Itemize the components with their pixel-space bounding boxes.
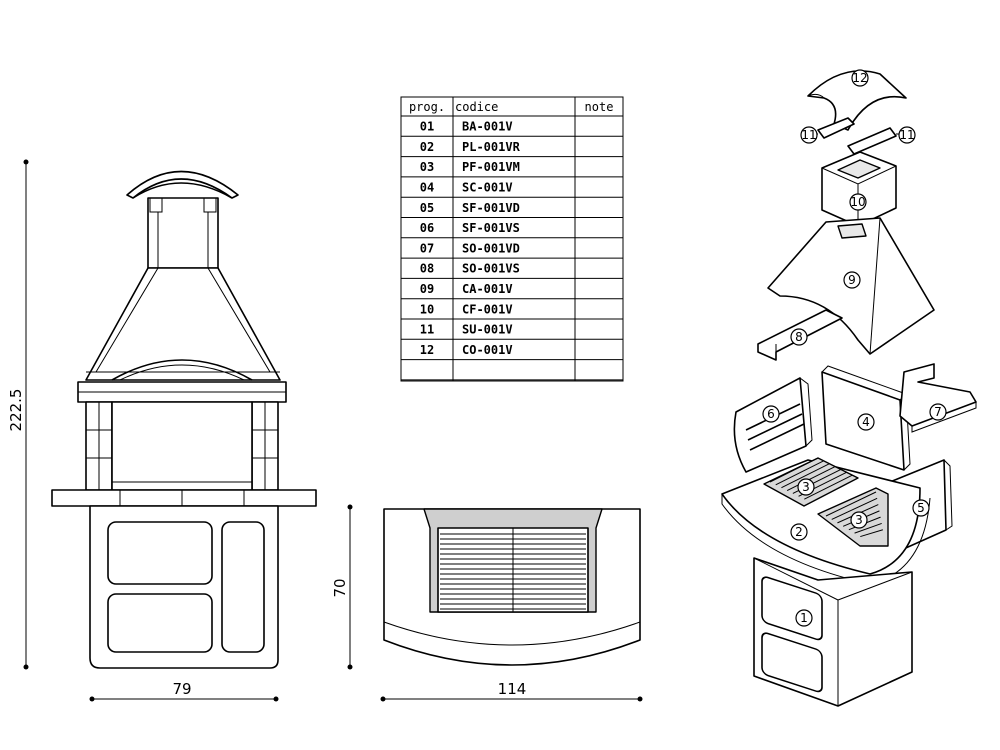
table-row: 05 SF-001VD — [420, 201, 520, 215]
height-label: 222.5 — [7, 389, 25, 432]
callout-circle — [800, 126, 818, 144]
callout-circle — [850, 511, 868, 529]
table-row: 01 BA-001V — [420, 120, 513, 134]
part-callout: 5 — [912, 499, 930, 517]
callout-number: 12 — [852, 71, 867, 85]
callout-circle — [790, 328, 808, 346]
row-prog: 03 — [420, 160, 434, 174]
header-prog: prog. — [409, 100, 445, 114]
front-width-label: 79 — [172, 680, 191, 698]
callout-number: 1 — [800, 611, 808, 625]
callout-circle — [849, 193, 867, 211]
callout-number: 5 — [917, 501, 925, 515]
dimension-plan-depth: 70 — [331, 504, 353, 670]
table-row: 09 CA-001V — [420, 282, 513, 296]
table-row: 11 SU-001V — [420, 323, 513, 337]
part-callout: 11 — [898, 126, 916, 144]
callout-number: 3 — [802, 480, 810, 494]
callout-number: 11 — [801, 128, 816, 142]
row-code: CF-001V — [462, 302, 513, 316]
row-prog: 06 — [420, 221, 434, 235]
row-prog: 08 — [420, 262, 434, 276]
plan-view — [383, 508, 641, 666]
row-code: CO-001V — [462, 343, 513, 357]
row-code: PL-001VR — [462, 140, 521, 154]
callout-circle — [797, 478, 815, 496]
table-row: 12 CO-001V — [420, 343, 513, 357]
callout-circle — [851, 69, 869, 87]
callout-circle — [843, 271, 861, 289]
part-callout: 1 — [795, 609, 813, 627]
callout-number: 9 — [848, 273, 856, 287]
callout-number: 3 — [855, 513, 863, 527]
callout-circle — [912, 499, 930, 517]
row-code: SC-001V — [462, 181, 513, 195]
plan-width-label: 114 — [498, 680, 527, 698]
part-callout: 10 — [849, 193, 867, 211]
row-code: SF-001VS — [462, 221, 520, 235]
table-row: 07 SO-001VD — [420, 241, 520, 255]
row-code: BA-001V — [462, 120, 513, 134]
row-prog: 01 — [420, 120, 434, 134]
table-row: 06 SF-001VS — [420, 221, 520, 235]
callout-number: 2 — [795, 525, 803, 539]
row-code: PF-001VM — [462, 160, 520, 174]
part-callout: 3 — [850, 511, 868, 529]
row-prog: 04 — [420, 181, 434, 195]
table-row: 10 CF-001V — [420, 302, 513, 316]
dimension-front-width: 79 — [89, 680, 279, 702]
callout-number: 7 — [934, 405, 942, 419]
row-prog: 02 — [420, 140, 434, 154]
table-row: 03 PF-001VM — [420, 160, 520, 174]
row-code: SO-001VS — [462, 262, 520, 276]
table-rows: 01 BA-001V 02 PL-001VR 03 PF-001VM 04 SC-001V 05… — [401, 115, 623, 381]
dimension-height: 222.5 — [7, 159, 29, 670]
callout-circle — [929, 403, 947, 421]
row-prog: 10 — [420, 302, 434, 316]
callout-number: 11 — [899, 128, 914, 142]
front-elevation — [51, 170, 317, 669]
exploded-view — [721, 70, 977, 707]
part-callout: 6 — [762, 405, 780, 423]
callout-circle — [762, 405, 780, 423]
part-callout: 4 — [857, 413, 875, 431]
row-code: SF-001VD — [462, 201, 520, 215]
row-code: SO-001VD — [462, 241, 520, 255]
part-callout: 7 — [929, 403, 947, 421]
part-callout: 8 — [790, 328, 808, 346]
callout-number: 8 — [795, 330, 803, 344]
callout-number: 10 — [850, 195, 865, 209]
parts-table: prog. codice note 01 BA-001V 02 PL-001VR 03 P… — [400, 96, 624, 382]
dimension-plan-width: 114 — [380, 680, 643, 702]
header-code: codice — [455, 100, 498, 114]
callout-circle — [790, 523, 808, 541]
row-prog: 09 — [420, 282, 434, 296]
plan-depth-label: 70 — [331, 578, 349, 597]
table-row: 08 SO-001VS — [420, 262, 520, 276]
callout-circle — [857, 413, 875, 431]
callout-number: 4 — [862, 415, 870, 429]
table-row: 02 PL-001VR — [420, 140, 521, 154]
callout-number: 6 — [767, 407, 775, 421]
callout-circle — [898, 126, 916, 144]
part-callout: 9 — [843, 271, 861, 289]
part-callout: 3 — [797, 478, 815, 496]
row-code: SU-001V — [462, 323, 513, 337]
part-callout: 2 — [790, 523, 808, 541]
row-prog: 05 — [420, 201, 434, 215]
row-prog: 12 — [420, 343, 434, 357]
row-prog: 11 — [420, 323, 434, 337]
part-callout: 11 — [800, 126, 818, 144]
row-prog: 07 — [420, 241, 434, 255]
callout-circle — [795, 609, 813, 627]
row-code: CA-001V — [462, 282, 513, 296]
part-callout: 12 — [851, 69, 869, 87]
header-note: note — [585, 100, 614, 114]
table-row: 04 SC-001V — [420, 181, 513, 195]
